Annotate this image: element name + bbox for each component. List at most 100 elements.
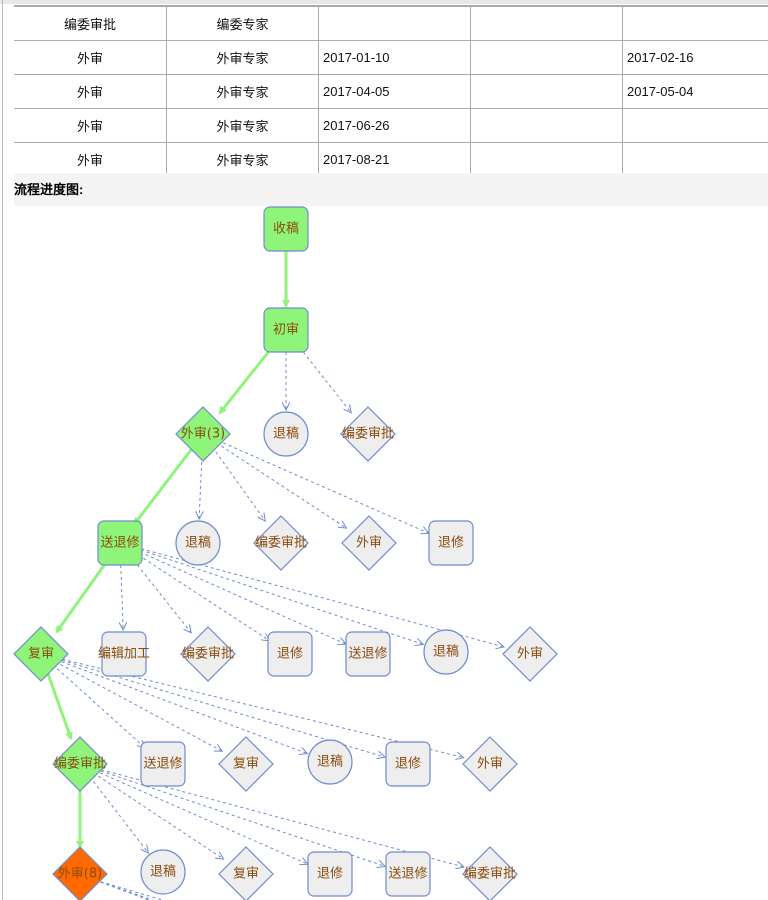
progress-edge [55, 555, 112, 634]
flow-node-box[interactable]: 退修 [385, 741, 431, 787]
table-cell: 外审专家 [166, 142, 319, 177]
table-cell: 外审专家 [166, 74, 319, 109]
flow-node-box[interactable]: 送退修 [345, 631, 391, 677]
option-edge [295, 342, 351, 413]
option-edge [129, 555, 191, 633]
left-border [2, 0, 3, 900]
flow-node-diamond[interactable]: 复审 [13, 626, 69, 682]
table-cell [622, 5, 768, 41]
flow-node-diamond[interactable]: 外审 [462, 736, 518, 792]
flow-node-diamond[interactable]: 外审(3) [175, 406, 231, 462]
flow-node-diamond[interactable]: 外审(8) [52, 846, 108, 900]
flow-node-box[interactable]: 送退修 [97, 520, 143, 566]
flow-node-label: 退稿 [150, 864, 176, 880]
flow-node-diamond[interactable]: 外审 [502, 626, 558, 682]
flow-node-label: 外审 [517, 647, 543, 662]
flow-node-diamond[interactable]: 编委审批 [253, 515, 309, 571]
flow-node-diamond[interactable]: 外审 [341, 515, 397, 571]
flow-node-diamond[interactable]: 编委审批 [340, 406, 396, 462]
table-cell: 2017-02-16 [622, 40, 768, 75]
top-border [0, 0, 768, 4]
section-title: 流程进度图: [14, 173, 768, 206]
table-cell: 外审专家 [166, 40, 319, 75]
flow-node-label: 外审(3) [181, 427, 225, 442]
flow-node-box[interactable]: 退修 [307, 851, 353, 897]
table-cell: 2017-05-04 [622, 74, 768, 109]
flow-node-box[interactable]: 退修 [267, 631, 313, 677]
flow-node-label: 复审 [28, 647, 54, 662]
flow-node-label: 送退修 [348, 647, 387, 662]
flow-node-label: 退修 [438, 536, 464, 551]
table-cell: 外审 [14, 74, 167, 109]
table-row: 编委审批编委专家 [14, 5, 768, 41]
flow-node-diamond[interactable]: 编委审批 [52, 736, 108, 792]
option-edge [54, 661, 222, 752]
flow-node-diamond[interactable]: 编委审批 [462, 846, 518, 900]
table-cell [622, 142, 768, 177]
flow-node-label: 外审 [477, 757, 503, 772]
flow-node-box[interactable]: 初审 [263, 307, 309, 353]
option-edge [121, 558, 124, 630]
flow-node-label: 编委审批 [464, 867, 516, 882]
flow-node-circle[interactable]: 退稿 [263, 411, 309, 457]
table-cell [470, 74, 623, 109]
option-edge [216, 442, 346, 528]
flow-node-box[interactable]: 收稿 [263, 206, 309, 252]
flow-node-diamond[interactable]: 编委审批 [180, 626, 236, 682]
flow-node-box[interactable]: 退修 [428, 520, 474, 566]
progress-edge [133, 445, 195, 526]
flow-node-label: 编委审批 [182, 647, 234, 662]
option-edge [56, 657, 464, 758]
flow-node-diamond[interactable]: 复审 [218, 846, 274, 900]
table-cell [318, 5, 471, 41]
flow-node-label: 退稿 [317, 754, 343, 770]
flow-node-circle[interactable]: 退稿 [423, 629, 469, 675]
progress-edge [218, 341, 278, 415]
option-edge [52, 664, 145, 748]
flow-node-label: 退稿 [273, 426, 299, 442]
option-edge [89, 776, 149, 853]
flow-node-label: 外审 [356, 536, 382, 551]
table-cell: 2017-06-26 [318, 108, 471, 143]
flow-node-label: 收稿 [273, 221, 299, 237]
table-cell [622, 108, 768, 143]
flow-node-label: 编辑加工 [98, 647, 150, 662]
flow-node-circle[interactable]: 退稿 [307, 739, 353, 785]
flow-node-box[interactable]: 编辑加工 [98, 631, 150, 677]
flow-node-circle[interactable]: 退稿 [175, 520, 221, 566]
table-cell: 外审 [14, 40, 167, 75]
option-edge [93, 772, 223, 859]
flow-node-label: 退稿 [185, 535, 211, 551]
flow-node-label: 复审 [233, 867, 259, 882]
flow-node-label: 编委审批 [342, 427, 394, 442]
flow-node-label: 送退修 [143, 757, 182, 772]
flow-node-box[interactable]: 送退修 [385, 851, 431, 897]
flow-node-label: 退修 [317, 867, 343, 882]
flow-node-label: 编委审批 [255, 536, 307, 551]
option-edge [94, 879, 155, 900]
option-edge [135, 547, 423, 644]
flow-node-label: 编委审批 [54, 757, 106, 772]
flow-node-label: 退修 [277, 647, 303, 662]
option-edge [217, 439, 429, 533]
table-cell: 2017-04-05 [318, 74, 471, 109]
option-edge [94, 769, 308, 864]
table-cell [470, 40, 623, 75]
flow-node-diamond[interactable]: 复审 [218, 736, 274, 792]
flow-node-label: 送退修 [100, 536, 139, 551]
flow-node-circle[interactable]: 退稿 [140, 849, 186, 895]
flow-node-box[interactable]: 送退修 [140, 741, 186, 787]
table-cell: 编委审批 [14, 5, 167, 41]
flow-node-label: 初审 [273, 323, 299, 338]
option-edge [55, 659, 308, 754]
table-cell [470, 108, 623, 143]
flow-node-label: 退修 [395, 757, 421, 772]
table-cell [470, 5, 623, 41]
table-cell: 外审 [14, 108, 167, 143]
